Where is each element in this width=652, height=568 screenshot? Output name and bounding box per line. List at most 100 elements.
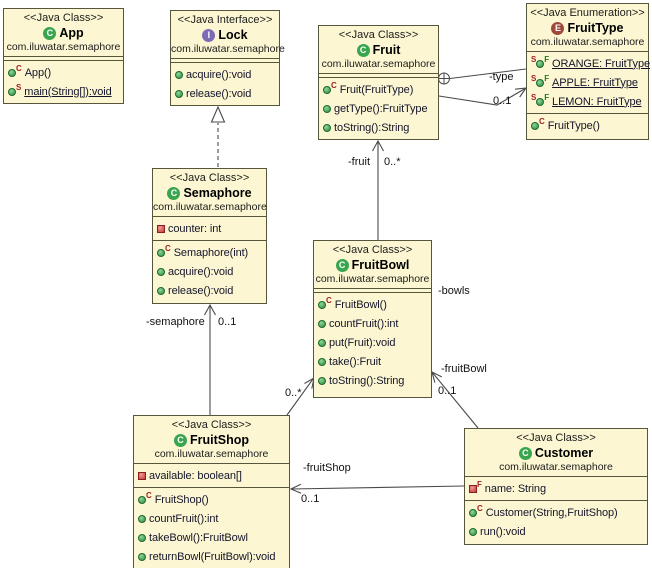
assoc-customer-fruitbowl-arrow (431, 370, 443, 383)
public-visibility-icon (536, 97, 545, 106)
member-row[interactable]: release():void (153, 281, 266, 300)
stereotype: <<Java Class>> (332, 244, 413, 256)
member-signature: toString():String (334, 121, 410, 134)
member-row[interactable]: available: boolean[] (134, 466, 289, 485)
modifier-marker: F (477, 479, 482, 489)
member-row[interactable]: take():Fruit (314, 352, 431, 371)
edge-label-semaphore-role: -semaphore (146, 316, 205, 328)
member-row[interactable]: release():void (171, 84, 279, 103)
modifier-marker: C (146, 490, 152, 500)
edge-label-fruitbowl-role: -fruitBowl (441, 363, 487, 375)
class-icon: C (335, 258, 349, 272)
member-row[interactable]: countFruit():int (314, 314, 431, 333)
class-name: Lock (218, 28, 248, 42)
member-signature: counter: int (168, 222, 222, 235)
class-name: App (59, 26, 84, 40)
member-signature: takeBowl():FruitBowl (149, 531, 248, 544)
public-visibility-icon (318, 338, 326, 347)
class-name: Customer (534, 446, 594, 460)
member-row[interactable]: acquire():void (153, 262, 266, 281)
member-row[interactable]: toString():String (319, 118, 438, 137)
class-icon: C (167, 186, 181, 200)
member-row[interactable]: countFruit():int (134, 509, 289, 528)
member-signature: acquire():void (168, 265, 234, 278)
stereotype: <<Java Class>> (171, 419, 252, 431)
assoc-customer-fruitshop (290, 485, 465, 490)
edge-label-bowls-role: -bowls (438, 285, 470, 297)
fields-compartment: counter: int (153, 216, 266, 240)
modifier-marker: F (544, 73, 550, 83)
edge-label-bowls-mult: 0..* (285, 387, 302, 399)
edge-label-type-mult: 0..1 (493, 95, 512, 107)
stereotype: <<Java Class>> (338, 29, 419, 41)
enum-icon: E (551, 21, 565, 35)
member-row[interactable]: toString():String (314, 371, 431, 390)
class-icon: C (43, 26, 57, 40)
member-signature: Semaphore(int) (173, 246, 249, 259)
modifier-marker: C (16, 63, 22, 73)
member-row[interactable]: acquire():void (171, 65, 279, 84)
public-visibility-icon (323, 104, 331, 113)
fields-compartment (314, 288, 431, 292)
class-icon: C (173, 433, 187, 447)
class-icon: C (356, 43, 370, 57)
member-row[interactable]: run():void (465, 522, 647, 541)
member-row[interactable]: takeBowl():FruitBowl (134, 528, 289, 547)
assoc-customer-fruitbowl (431, 371, 479, 429)
public-visibility-icon (175, 70, 183, 79)
edge-label-type-role: -type (489, 71, 514, 83)
modifier-marker: C (165, 243, 171, 253)
member-signature: available: boolean[] (149, 469, 242, 482)
member-row[interactable]: counter: int (153, 219, 266, 238)
static-marker: S (531, 92, 537, 102)
class-name: FruitBowl (351, 258, 410, 272)
member-row[interactable]: getType():FruitType (319, 99, 438, 118)
assoc-fruitshop-fruitbowl (286, 378, 314, 416)
public-visibility-icon (318, 376, 326, 385)
public-visibility-icon (318, 357, 326, 366)
class-name: FruitType (567, 21, 624, 35)
public-visibility-icon (138, 495, 146, 504)
package-name: com.iluwatar.semaphore (6, 41, 121, 53)
member-row[interactable]: returnBowl(FruitBowl):void (134, 547, 289, 566)
member-row[interactable]: put(Fruit):void (314, 333, 431, 352)
static-marker: S (531, 54, 537, 64)
stereotype: <<Java Class>> (169, 172, 250, 184)
private-visibility-icon (157, 224, 165, 233)
member-signature: take():Fruit (329, 355, 381, 368)
member-signature: put(Fruit):void (329, 336, 396, 349)
member-signature: getType():FruitType (334, 102, 428, 115)
member-signature: Fruit(FruitType) (339, 83, 414, 96)
public-visibility-icon (157, 286, 165, 295)
public-visibility-icon (157, 248, 165, 257)
